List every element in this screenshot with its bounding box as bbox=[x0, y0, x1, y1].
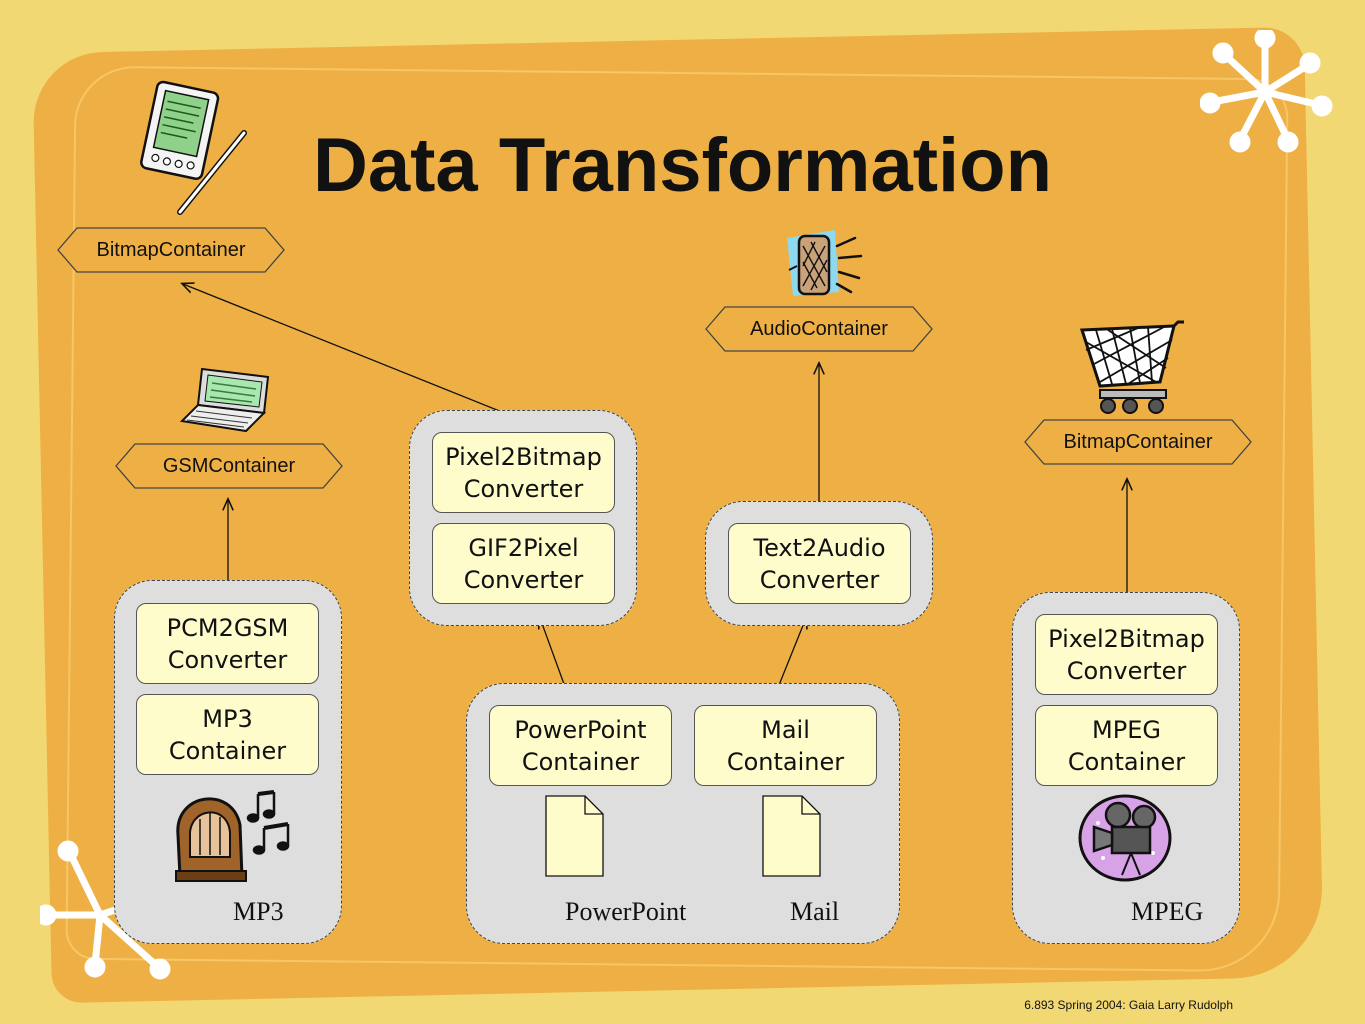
source-label-mail: Mail bbox=[790, 897, 840, 926]
audio-container-label: AudioContainer bbox=[750, 317, 888, 340]
source-label-mp3: MP3 bbox=[233, 897, 284, 926]
bitmap-container-right-label: BitmapContainer bbox=[1063, 430, 1213, 453]
document-icon bbox=[762, 795, 821, 877]
pixel2bitmap-converter: Pixel2Bitmap Converter bbox=[432, 432, 615, 513]
film-camera-icon bbox=[1078, 794, 1172, 882]
mail-container: Mail Container bbox=[694, 705, 877, 786]
bitmap-container-left-target: BitmapContainer bbox=[57, 227, 285, 273]
source-label-mpeg: MPEG bbox=[1131, 897, 1204, 926]
bitmap-container-left-label: BitmapContainer bbox=[96, 238, 246, 261]
footer-credit: 6.893 Spring 2004: Gaia Larry Rudolph bbox=[1024, 998, 1233, 1012]
pixel2bitmap-converter-right: Pixel2Bitmap Converter bbox=[1035, 614, 1218, 695]
starburst-icon bbox=[1200, 30, 1333, 153]
powerpoint-container: PowerPoint Container bbox=[489, 705, 672, 786]
arrow-powerpoint-to-gif2pixel bbox=[540, 618, 569, 696]
text2audio-converter: Text2Audio Converter bbox=[728, 523, 911, 604]
arrow-mail-to-text2audio bbox=[774, 618, 806, 696]
gsm-container-label: GSMContainer bbox=[162, 454, 296, 477]
pda-pen-icon bbox=[140, 80, 247, 215]
page-title: Data Transformation bbox=[312, 123, 1053, 208]
shopping-cart-icon bbox=[1079, 320, 1184, 414]
mpeg-container: MPEG Container bbox=[1035, 705, 1218, 786]
speaker-icon bbox=[787, 230, 863, 296]
gsm-container-target: GSMContainer bbox=[115, 443, 343, 489]
radio-icon bbox=[175, 797, 247, 882]
document-icon bbox=[545, 795, 604, 877]
laptop-icon bbox=[180, 367, 270, 433]
mp3-container: MP3 Container bbox=[136, 694, 319, 775]
audio-container-target: AudioContainer bbox=[705, 306, 933, 352]
pcm2gsm-converter: PCM2GSM Converter bbox=[136, 603, 319, 684]
arrow-pixel2bitmap-to-bitmap bbox=[183, 284, 523, 421]
source-label-powerpoint: PowerPoint bbox=[565, 897, 687, 926]
gif2pixel-converter: GIF2Pixel Converter bbox=[432, 523, 615, 604]
music-notes-icon bbox=[246, 790, 290, 855]
bitmap-container-right-target: BitmapContainer bbox=[1024, 419, 1252, 465]
